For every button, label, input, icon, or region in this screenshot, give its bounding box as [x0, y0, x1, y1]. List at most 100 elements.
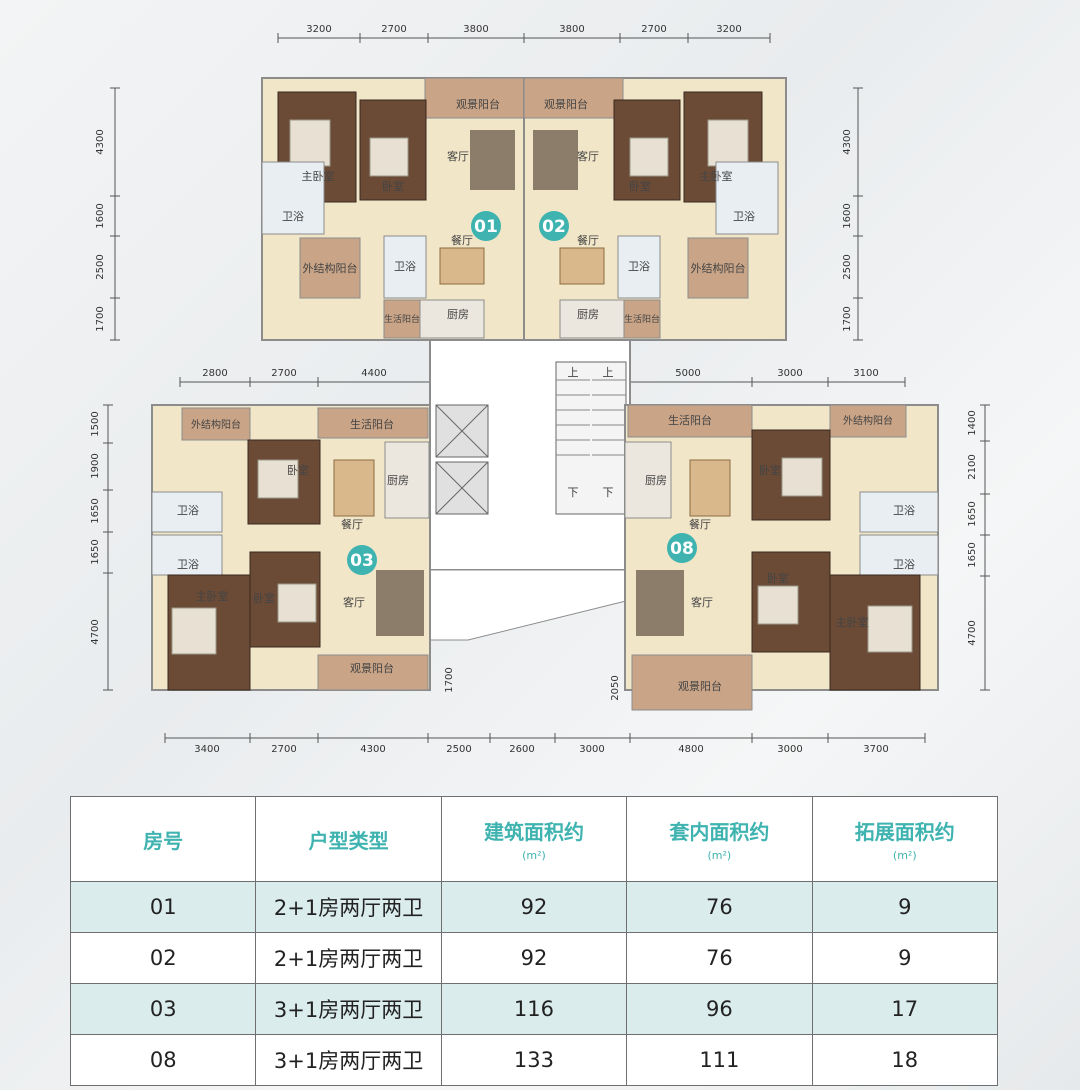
u01-bedroom-bed: [369, 137, 409, 177]
u03-bath1-label: 卫浴: [177, 504, 199, 517]
dim-lr-2: 2100: [967, 454, 978, 479]
cell-building-area: 133: [440, 1034, 628, 1086]
u02-kitchen-label: 厨房: [577, 308, 599, 321]
u08-dining-table: [689, 459, 731, 517]
unit-08: 外结构阳台 生活阳台 厨房 卧室 卫浴 卫浴 餐厅 客厅 卧室 主卧室 观景阳台…: [624, 404, 939, 711]
u08-badge-text: 08: [670, 539, 694, 559]
u01-bedroom-label: 卧室: [382, 179, 404, 193]
cell-unit-no: 01: [69, 881, 257, 933]
dim-top-2: 2700: [381, 24, 406, 35]
u01-bath-bottom: [383, 235, 427, 299]
dim-ur-4: 1700: [842, 306, 853, 331]
u03-bath-top: [151, 491, 223, 533]
dim-mr-2: 3000: [777, 368, 802, 379]
u08-bedroom2-bed: [757, 585, 799, 625]
u01-badge-text: 01: [474, 217, 498, 237]
dim-ml-1: 2800: [202, 368, 227, 379]
cell-unit-no: 08: [69, 1034, 257, 1086]
dim-ur-2: 1600: [842, 203, 853, 228]
unit-02: 观景阳台 客厅 主卧室 卧室 卫浴 餐厅 外结构阳台 卫浴 生活阳台 厨房 02: [523, 77, 787, 341]
u08-ext-balcony-label: 外结构阳台: [843, 414, 893, 427]
u02-kitchen: [559, 299, 625, 339]
u08-dining-label: 餐厅: [689, 517, 711, 531]
dim-bottom-6: 3000: [579, 744, 604, 755]
dim-top-3: 3800: [463, 24, 488, 35]
u08-master-label: 主卧室: [836, 615, 869, 629]
cell-layout-type: 2+1房两厅两卫: [255, 932, 442, 984]
dim-ul-1: 4300: [95, 129, 106, 154]
dim-top-4: 3800: [559, 24, 584, 35]
cell-extension-area: 18: [811, 1034, 999, 1086]
u03-bedroom2-bed: [277, 583, 317, 623]
u01-service-balcony-label: 生活阳台: [384, 313, 420, 325]
u02-view-balcony: [523, 77, 624, 119]
stair-up-label-2: 上: [603, 366, 614, 379]
u01-ext-balcony-label: 外结构阳台: [303, 261, 358, 275]
dim-bottom-7: 4800: [678, 744, 703, 755]
staircase: [555, 361, 627, 515]
u02-bath-top: [715, 161, 779, 235]
u08-bath-bottom: [859, 534, 939, 576]
u01-balcony-label: 观景阳台: [456, 97, 500, 111]
table-row: 03 3+1房两厅两卫 116 96 17: [69, 983, 999, 1035]
u02-balcony-label: 观景阳台: [544, 97, 588, 111]
u01-living-sofa: [470, 130, 515, 190]
u02-master-label: 主卧室: [700, 169, 733, 183]
u01-living-label: 客厅: [447, 149, 469, 163]
cell-building-area: 116: [440, 983, 628, 1035]
u03-living-sofa: [376, 570, 424, 636]
cell-layout-type: 3+1房两厅两卫: [255, 1034, 442, 1086]
table-row: 01 2+1房两厅两卫 92 76 9: [69, 881, 999, 933]
dim-ll-4: 1650: [90, 539, 101, 564]
u02-badge-text: 02: [542, 217, 566, 237]
table-header-row: 房号 户型类型 建筑面积约(m²) 套内面积约(m²) 拓展面积约(m²): [69, 796, 999, 882]
building-core: 上 上 下 下: [429, 339, 631, 641]
dim-lr-4: 1650: [967, 542, 978, 567]
u03-bedroom2-label: 卧室: [253, 591, 275, 605]
u01-badge: [471, 211, 501, 241]
u03-bedroom1-label: 卧室: [287, 463, 309, 477]
u03-bath2-label: 卫浴: [177, 558, 199, 571]
dim-ll-2: 1900: [90, 453, 101, 478]
u03-service-balcony: [317, 407, 429, 439]
u03-master-label: 主卧室: [196, 589, 229, 603]
dim-ll-5: 4700: [90, 619, 101, 644]
dim-ml-2: 2700: [271, 368, 296, 379]
dim-bottom-5: 2600: [509, 744, 534, 755]
u08-bath-top: [859, 491, 939, 533]
u08-kitchen-label: 厨房: [645, 474, 667, 487]
u01-ext-balcony: [299, 237, 361, 299]
cell-extension-area: 9: [811, 932, 999, 984]
cell-unit-no: 02: [69, 932, 257, 984]
u01-kitchen: [419, 299, 485, 339]
cell-building-area: 92: [440, 932, 628, 984]
dimension-labels: 3200 2700 3800 3800 2700 3200 4300 1600 …: [90, 24, 978, 755]
u01-bath1-label: 卫浴: [282, 210, 304, 223]
unit-01: 观景阳台 客厅 主卧室 卧室 卫浴 餐厅 外结构阳台 卫浴 生活阳台 厨房 01: [261, 77, 525, 341]
u02-dining-table: [559, 247, 605, 285]
u08-bedroom1-label: 卧室: [759, 463, 781, 477]
u03-badge: [347, 545, 377, 575]
cell-interior-area: 111: [626, 1034, 813, 1086]
u02-ext-balcony: [687, 237, 749, 299]
u02-bath-bottom: [617, 235, 661, 299]
cell-interior-area: 96: [626, 983, 813, 1035]
dim-center-1: 1700: [444, 667, 455, 692]
u03-ext-balcony-label: 外结构阳台: [191, 418, 241, 431]
u01-bath-top: [261, 161, 325, 235]
u03-dining-label: 餐厅: [341, 517, 363, 531]
unit-03: 外结构阳台 生活阳台 卧室 厨房 卫浴 卫浴 餐厅 客厅 主卧室 卧室 观景阳台…: [151, 404, 431, 691]
dim-ul-3: 2500: [95, 254, 106, 279]
u03-service-balcony-label: 生活阳台: [350, 417, 394, 431]
u08-balcony-label: 观景阳台: [678, 679, 722, 693]
u03-living-label: 客厅: [343, 595, 365, 609]
header-layout-type: 户型类型: [255, 796, 442, 882]
header-interior-area: 套内面积约(m²): [626, 796, 813, 882]
dim-ml-3: 4400: [361, 368, 386, 379]
u03-dining-table: [333, 459, 375, 517]
unit-area-table: 房号 户型类型 建筑面积约(m²) 套内面积约(m²) 拓展面积约(m²) 01…: [69, 796, 999, 1086]
u02-dining-label: 餐厅: [577, 233, 599, 247]
stair-down-label-2: 下: [603, 486, 614, 499]
u01-dining-label: 餐厅: [451, 233, 473, 247]
dim-ul-4: 1700: [95, 306, 106, 331]
